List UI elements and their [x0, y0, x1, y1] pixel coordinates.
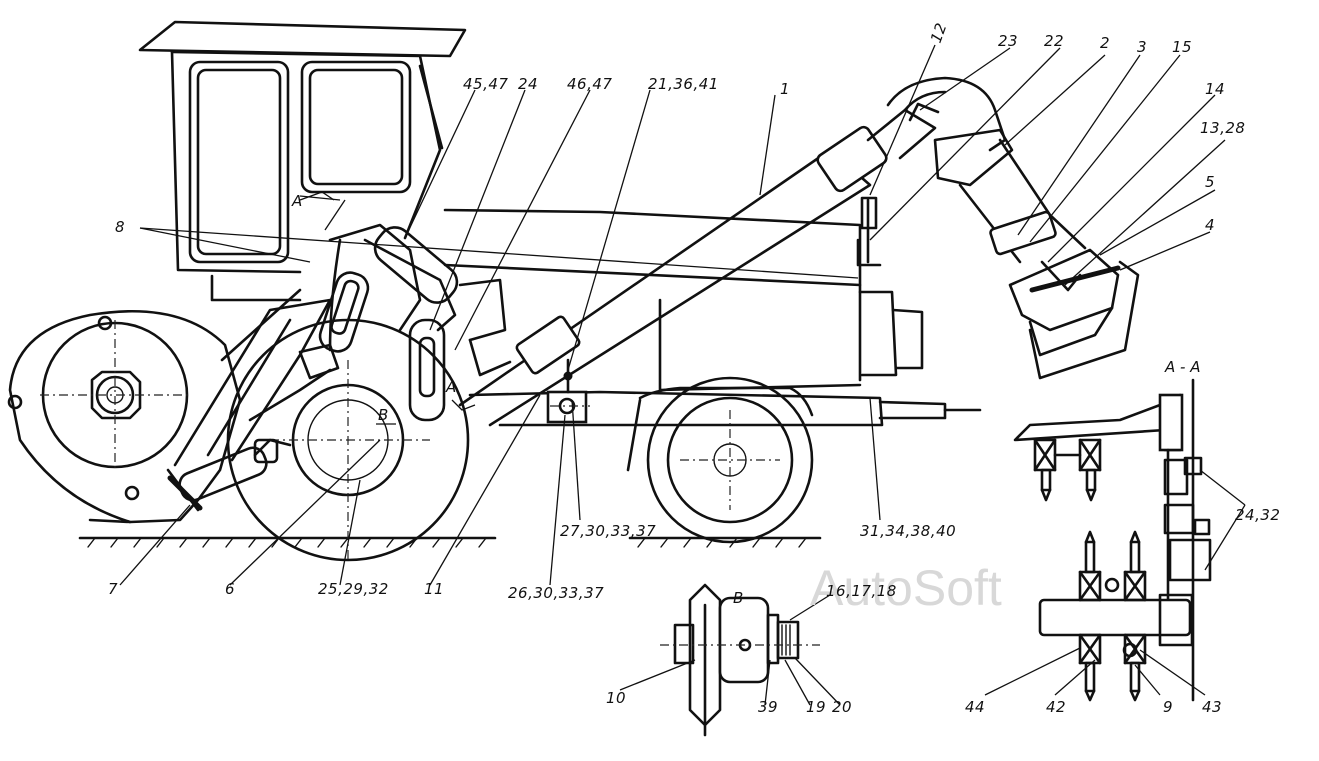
callout-31-34-38-40: 31,34,38,40 — [860, 522, 956, 540]
callout-5: 5 — [1205, 173, 1215, 191]
callout-23: 23 — [998, 32, 1018, 50]
callout-15: 15 — [1172, 38, 1192, 56]
discharge-pipe — [458, 76, 1140, 427]
callout-14: 14 — [1205, 80, 1225, 98]
callout-26-30-33-37: 26,30,33,37 — [508, 584, 604, 602]
ground-line — [78, 536, 822, 548]
callout-1: 1 — [780, 80, 790, 98]
callout-4: 4 — [1205, 216, 1215, 234]
watermark: AutoSoft — [810, 560, 1002, 616]
leader-lines — [119, 44, 1226, 586]
callout-10: 10 — [606, 689, 626, 707]
section-mark-a-lower: A — [445, 378, 456, 396]
callout-43: 43 — [1202, 698, 1222, 716]
section-a-a — [984, 378, 1246, 702]
callout-24-32: 24,32 — [1235, 506, 1280, 524]
section-marks: A A B — [291, 191, 476, 425]
callout-16-17-18: 16,17,18 — [826, 582, 897, 600]
vehicle-body — [443, 196, 982, 472]
callout-2: 2 — [1100, 34, 1110, 52]
callout-7: 7 — [108, 580, 118, 598]
callout-11: 11 — [424, 580, 444, 598]
callout-45-47: 45,47 — [463, 75, 508, 93]
callout-25-29-32: 25,29,32 — [318, 580, 389, 598]
callout-6: 6 — [225, 580, 235, 598]
callout-27-30-33-37: 27,30,33,37 — [560, 522, 656, 540]
callout-44: 44 — [965, 698, 985, 716]
callout-3: 3 — [1137, 38, 1147, 56]
support-bracket — [546, 358, 590, 424]
callout-9: 9 — [1163, 698, 1173, 716]
callout-42: 42 — [1046, 698, 1066, 716]
view-b-hub — [619, 583, 841, 737]
view-b-title: B — [733, 589, 743, 607]
rear-wheel — [646, 376, 814, 544]
view-mark-b: B — [378, 406, 388, 424]
callout-13-28: 13,28 — [1200, 119, 1245, 137]
section-mark-a-upper: A — [291, 192, 302, 210]
header-drum — [7, 309, 242, 524]
callout-8: 8 — [115, 218, 125, 236]
callout-12: 12 — [927, 20, 951, 45]
callout-19: 19 — [806, 698, 826, 716]
chute-assembly — [166, 223, 512, 512]
callout-22: 22 — [1044, 32, 1064, 50]
callout-21-36-41: 21,36,41 — [648, 75, 719, 93]
section-a-a-title: A - A — [1164, 358, 1200, 376]
cab — [138, 20, 467, 302]
callout-24: 24 — [518, 75, 538, 93]
callout-46-47: 46,47 — [567, 75, 612, 93]
callout-labels: 1 12 23 22 2 3 15 14 13,28 5 4 45,47 24 … — [108, 20, 1280, 716]
callout-39: 39 — [758, 698, 778, 716]
callout-20: 20 — [832, 698, 852, 716]
